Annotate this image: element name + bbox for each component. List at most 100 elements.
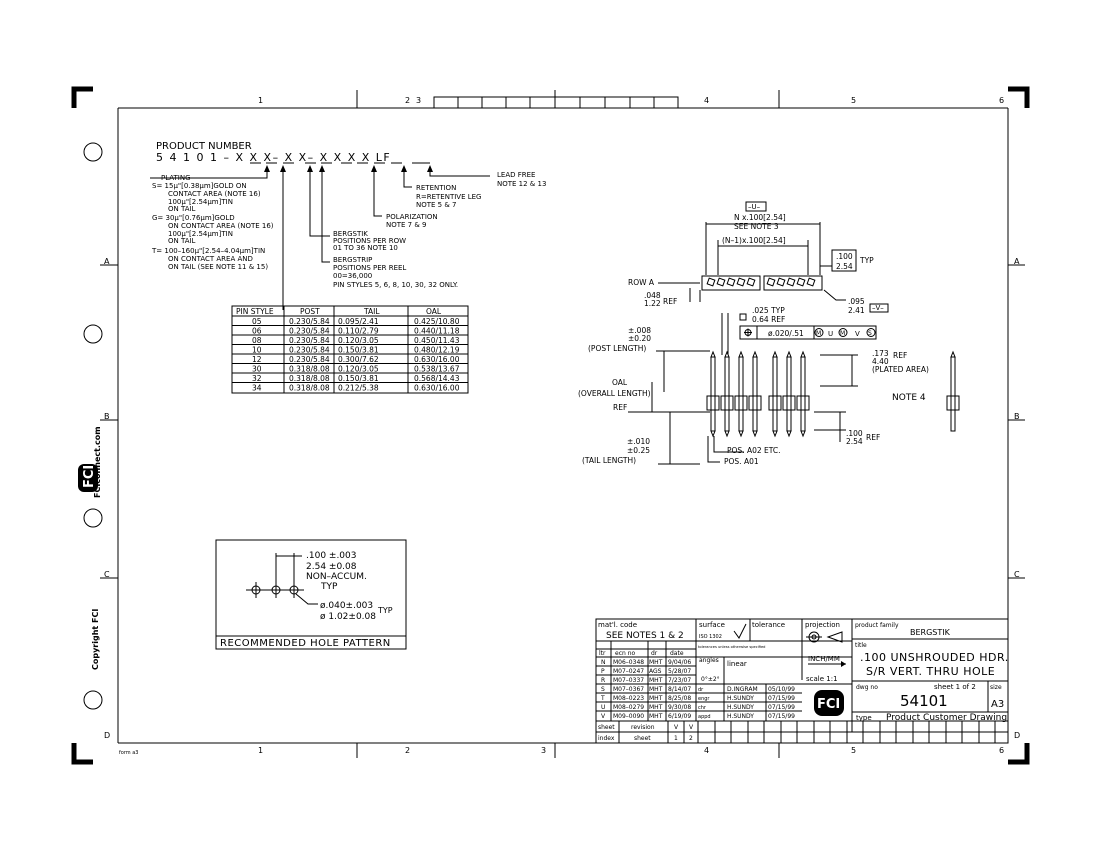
pin-table-cell: 0.425/10.80 xyxy=(414,317,460,326)
top-view-pin xyxy=(806,277,816,287)
overall-length: (OVERALL LENGTH) xyxy=(578,389,651,398)
top-view-pin xyxy=(786,277,796,287)
revision-date: 6/19/09 xyxy=(668,713,691,720)
side-view-pins xyxy=(706,350,810,438)
pin-table-cell: 0.120/3.05 xyxy=(338,365,379,374)
rev-v-2: V xyxy=(689,724,694,731)
revision-letter: N xyxy=(601,659,606,666)
pin-table-cell: 05 xyxy=(252,317,262,326)
row-a-label: ROW A xyxy=(628,278,655,287)
scale-label: scale 1:1 xyxy=(806,675,838,683)
revision-ecn: M06–0348 xyxy=(613,659,644,666)
plating-title: PLATING xyxy=(161,174,191,182)
revision-date: 7/23/07 xyxy=(668,677,691,684)
zone-left-c: C xyxy=(104,570,110,579)
hole-dim-3: NON–ACCUM. xyxy=(306,572,367,582)
retention-1: RETENTION xyxy=(416,184,456,192)
top-view-pin xyxy=(766,277,776,287)
revision-letter: U xyxy=(601,704,605,711)
fci-margin-logo: FCI xyxy=(78,464,98,492)
sheet-label: sheet xyxy=(598,724,615,731)
post-tol-1: ±.008 xyxy=(628,326,651,335)
leader-arrows xyxy=(264,165,433,172)
sheet-label-2: sheet xyxy=(634,735,651,742)
rev-v-1: V xyxy=(674,724,679,731)
datum-v: –V– xyxy=(872,304,884,312)
plating-t-1: T= 100–160µ"[2.54–4.04µm]TIN xyxy=(151,247,265,255)
approval-name: D.INGRAM xyxy=(727,686,758,693)
pin-table-cell: 0.230/5.84 xyxy=(289,336,330,345)
zone-right-b: B xyxy=(1014,412,1020,421)
revision-ecn: M08–0279 xyxy=(613,704,644,711)
retention-2: R=RETENTIVE LEG xyxy=(416,193,481,201)
pin-table-header: PIN STYLE xyxy=(236,307,274,316)
pin-table-cell: 0.630/16.00 xyxy=(414,355,460,364)
pin-table-cell: 0.440/11.18 xyxy=(414,327,460,336)
website-text: FCIconnect.com xyxy=(93,426,102,498)
hole-dia-2: ø 1.02±0.08 xyxy=(320,612,376,622)
angles-label: angles xyxy=(699,657,719,664)
side-view-pin-tip xyxy=(752,350,758,358)
pin-table-cell: 0.150/3.81 xyxy=(338,374,379,383)
tolerance-label: tolerance xyxy=(752,621,785,629)
svg-text:FCI: FCI xyxy=(82,465,97,488)
ref-048-label: REF xyxy=(663,297,677,306)
pin-table-cell: 0.450/11.43 xyxy=(414,336,460,345)
plating-t-3: ON TAIL (SEE NOTE 11 & 15) xyxy=(168,263,268,271)
rev-header-date: date xyxy=(670,650,684,657)
bergstrip-4: PIN STYLES 5, 6, 8, 10, 30, 32 ONLY. xyxy=(333,281,458,289)
dim-100-a: .100 xyxy=(846,429,863,438)
pin-table-cell: 08 xyxy=(252,336,262,345)
ref-side: REF xyxy=(613,403,627,412)
zone-top-2: 2 xyxy=(405,96,410,105)
revision-ecn: M07–0337 xyxy=(613,677,644,684)
corner-marks xyxy=(71,86,1030,765)
approval-date: 07/15/99 xyxy=(768,704,795,711)
side-view-pin-tip xyxy=(724,350,730,358)
pin-table-cell: 0.230/5.84 xyxy=(289,346,330,355)
units-label: INCH/MM xyxy=(808,655,840,663)
side-view-pin xyxy=(800,356,806,432)
ref-048-b: 1.22 xyxy=(644,299,661,308)
zone-right-c: C xyxy=(1014,570,1020,579)
side-view-pin-tip xyxy=(738,350,744,358)
side-view-pin-tail xyxy=(710,430,716,438)
revision-date: 5/28/07 xyxy=(668,668,691,675)
hole-dim-1: .100 ±.003 xyxy=(306,551,356,561)
top-view-pin xyxy=(736,277,746,287)
datum-u: –U– xyxy=(748,203,761,211)
zone-left-a: A xyxy=(104,257,110,266)
dwg-no: 54101 xyxy=(900,692,948,710)
tf-v: V xyxy=(855,330,860,338)
side-view-pin-tail xyxy=(724,430,730,438)
title-line-1: .100 UNSHROUDED HDR. xyxy=(860,651,1009,664)
pin-table-cell: 0.300/7.62 xyxy=(338,355,379,364)
n-pitch: N x.100[2.54] xyxy=(734,213,786,222)
revision-letter: T xyxy=(600,695,605,702)
side-view-pin xyxy=(724,356,730,432)
pos-a01: POS. A01 xyxy=(724,457,759,466)
side-view-housing xyxy=(706,395,720,411)
dim-095-b: 2.41 xyxy=(848,306,865,315)
zone-top-4: 4 xyxy=(704,96,709,105)
oal-label: OAL xyxy=(612,378,628,387)
zone-left-b: B xyxy=(104,412,110,421)
zone-bottom-1: 1 xyxy=(258,746,263,755)
lead-free-1: LEAD FREE xyxy=(497,171,535,179)
tol-small: tolerances unless otherwise specified xyxy=(698,645,765,649)
sheet-info: sheet 1 of 2 xyxy=(934,683,976,691)
revision-label: revision xyxy=(631,724,655,731)
side-view-pin-tip xyxy=(772,350,778,358)
top-view-pin xyxy=(796,277,806,287)
hole-dim-2: 2.54 ±0.08 xyxy=(306,562,357,572)
pin-style-table xyxy=(231,305,469,394)
bergstrip-3: 00=36,000 xyxy=(333,272,372,280)
zone-right-a: A xyxy=(1014,257,1020,266)
pitch-box-2: 2.54 xyxy=(836,262,853,271)
pin-table-cell: 0.110/2.79 xyxy=(338,327,379,336)
pin-table-header: OAL xyxy=(426,307,442,316)
title-block-grid xyxy=(595,618,1009,744)
